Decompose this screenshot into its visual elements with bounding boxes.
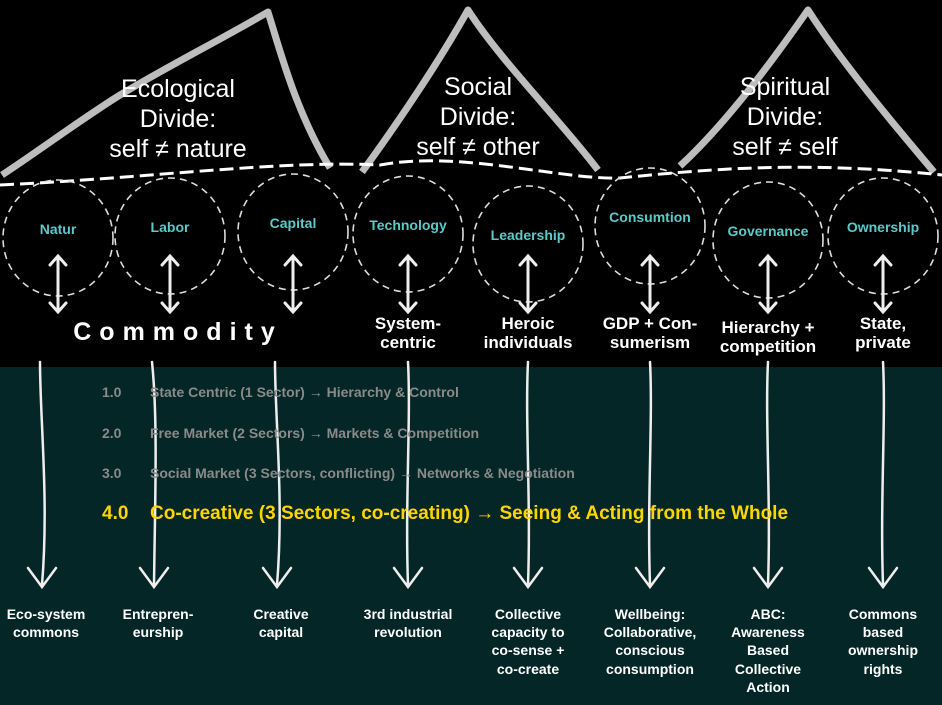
double-arrow-icon (640, 253, 660, 315)
down-arrow-icon (261, 360, 293, 590)
current-result: Hierarchy +competition (719, 318, 817, 357)
down-arrow-icon (634, 360, 666, 590)
mountain-spiritual (677, 6, 937, 175)
level-text: Free Market (2 Sectors) → Markets & Comp… (150, 425, 480, 441)
current-result: State,private (855, 314, 911, 353)
future-outcome: Entrepren-eurship (122, 606, 194, 641)
dashed-horizon (0, 159, 942, 187)
double-arrow-icon (398, 253, 418, 315)
lower-panel (0, 367, 942, 705)
level-text: State Centric (1 Sector) → Hierarchy & C… (150, 384, 459, 400)
dimension-label: Consumtion (609, 209, 691, 225)
level-1: 1.0 State Centric (1 Sector) → Hierarchy … (102, 384, 459, 400)
level-number: 1.0 (102, 384, 122, 400)
dimension-label: Labor (150, 219, 190, 235)
level-number: 2.0 (102, 425, 122, 441)
level-number: 3.0 (102, 465, 122, 481)
mountain-social (359, 6, 601, 175)
down-arrow-icon (26, 360, 58, 590)
double-arrow-icon (873, 253, 893, 315)
dimension-label: Natur (39, 221, 77, 237)
double-arrow-icon (518, 253, 538, 315)
level-2: 2.0 Free Market (2 Sectors) → Markets & C… (102, 425, 479, 441)
level-number: 4.0 (102, 503, 129, 524)
dimension-label: Leadership (490, 227, 566, 243)
level-text: Co-creative (3 Sectors, co-creating) → S… (150, 503, 789, 524)
down-arrow-icon (867, 360, 899, 590)
level-3: 3.0 Social Market (3 Sectors, conflicting… (102, 465, 575, 481)
double-arrow-icon (160, 253, 180, 315)
current-result: System-centric (374, 314, 442, 353)
mountain-ecological (0, 8, 333, 178)
dimension-label: Capital (269, 215, 317, 231)
level-text: Social Market (3 Sectors, conflicting) →… (150, 465, 575, 481)
double-arrow-icon (283, 253, 303, 315)
level-4: 4.0 Co-creative (3 Sectors, co-creating) … (102, 503, 788, 525)
double-arrow-icon (48, 253, 68, 315)
dimension-label: Governance (727, 223, 809, 239)
down-arrow-icon (392, 360, 424, 590)
dimension-label: Technology (369, 217, 447, 233)
down-arrow-icon (512, 360, 544, 590)
down-arrow-icon (752, 360, 784, 590)
double-arrow-icon (758, 253, 778, 315)
down-arrow-icon (138, 360, 170, 590)
current-result: GDP + Con-sumerism (602, 314, 698, 353)
commodity-label: Commodity (73, 318, 283, 346)
dimension-label: Ownership (846, 219, 920, 235)
